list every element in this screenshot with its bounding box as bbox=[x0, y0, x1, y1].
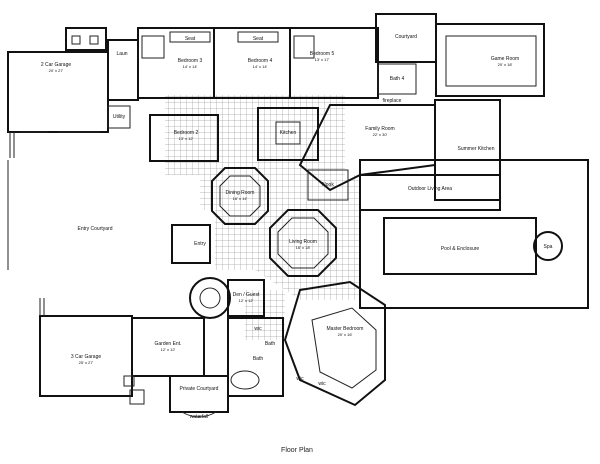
bedroom-5-dims: 13' x 17' bbox=[315, 57, 330, 62]
living-room-dims: 16' x 18' bbox=[296, 245, 311, 250]
private-courtyard-label: Private Courtyard bbox=[180, 386, 219, 392]
private-courtyard: Private Courtyard waterfall bbox=[123, 375, 229, 420]
bath-a-label: Bath bbox=[253, 356, 264, 362]
wic3-label: wic bbox=[318, 381, 326, 387]
bath-b-label: Bath bbox=[265, 341, 276, 347]
garage-3-car: 3 Car Garage 25' x 27' bbox=[39, 298, 133, 397]
bedroom-2-dims: 13' x 12' bbox=[179, 136, 194, 141]
nook: Nook bbox=[307, 169, 349, 201]
garage-2-label: 2 Car Garage bbox=[41, 62, 72, 68]
seat2-label: Seat bbox=[253, 36, 264, 42]
living-room-label: Living Room bbox=[289, 239, 317, 245]
bedroom-4-dims: 14' x 14' bbox=[253, 64, 268, 69]
bath4-label: Bath 4 bbox=[390, 76, 405, 82]
wic1-label: wic bbox=[254, 326, 262, 332]
garden-ent-label: Garden Ent. bbox=[155, 341, 182, 347]
garage-2-car: 2 Car Garage 20' x 27' bbox=[7, 51, 109, 158]
game-room-label: Game Room bbox=[491, 56, 519, 62]
laun-label: Laun bbox=[116, 51, 127, 57]
wic2-label: wic bbox=[296, 376, 304, 382]
dining-room-dims: 16' x 14' bbox=[233, 196, 248, 201]
upper-left-features: Laun Utility bbox=[65, 27, 139, 129]
kitchen: Kitchen bbox=[257, 107, 319, 161]
dining-room-label: Dining Room bbox=[226, 190, 255, 196]
waterfall-label: waterfall bbox=[190, 414, 209, 420]
courtyard-top-label: Courtyard bbox=[395, 34, 417, 40]
pool-label: Pool & Enclosure bbox=[441, 246, 480, 252]
outdoor-living-label: Outdoor Living Area bbox=[408, 186, 452, 192]
fireplace-label: fireplace bbox=[383, 98, 402, 104]
entry-courtyard-label: Entry Courtyard bbox=[77, 226, 112, 232]
bedroom-5-label: Bedroom 5 bbox=[310, 51, 335, 57]
master-bedroom: Master Bedroom 20' x 16' bbox=[283, 280, 386, 407]
summer-kitchen: Summer Kitchen bbox=[434, 99, 501, 201]
utility-label: Utility bbox=[113, 114, 126, 120]
floor-plan-caption: Floor Plan bbox=[281, 447, 313, 454]
nook-label: Nook bbox=[322, 182, 334, 188]
garage-3-dims: 25' x 27' bbox=[79, 360, 94, 365]
den-dims: 12' x 12' bbox=[239, 298, 254, 303]
game-room: Game Room 20' x 18' Bath 4 bbox=[377, 23, 545, 97]
spa-label: Spa bbox=[544, 244, 553, 250]
master-bath: wic Bath wic wic Bath bbox=[227, 317, 326, 397]
living-room: Living Room 16' x 18' bbox=[269, 209, 337, 277]
garage-3-label: 3 Car Garage bbox=[71, 354, 102, 360]
family-room-label: Family Room bbox=[365, 126, 394, 132]
bedroom-3-label: Bedroom 3 bbox=[178, 58, 203, 64]
kitchen-label: Kitchen bbox=[280, 130, 297, 136]
den-guest: Den / Guest 12' x 12' bbox=[189, 277, 265, 319]
den-label: Den / Guest bbox=[233, 292, 260, 298]
bedroom-2: Bedroom 2 13' x 12' bbox=[149, 114, 219, 162]
entry-label: Entry bbox=[194, 241, 206, 247]
pool-enclosure: Pool & Enclosure Spa bbox=[359, 159, 589, 309]
garage-2-dims: 20' x 27' bbox=[49, 68, 64, 73]
entry: Entry bbox=[171, 224, 211, 264]
master-bedroom-label: Master Bedroom bbox=[327, 326, 364, 332]
seat1-label: Seat bbox=[185, 36, 196, 42]
entry-courtyard: Entry Courtyard bbox=[7, 160, 113, 270]
courtyard-top: Courtyard bbox=[375, 13, 437, 63]
bedroom-2-label: Bedroom 2 bbox=[174, 130, 199, 136]
garden-ent-dims: 12' x 12' bbox=[161, 347, 176, 352]
bedroom-row: Seat Seat Bedroom 3 14' x 14' Bedroom 4 … bbox=[137, 27, 379, 99]
garden-ent: Garden Ent. 12' x 12' bbox=[131, 317, 205, 377]
master-bedroom-dims: 20' x 16' bbox=[338, 332, 353, 337]
outdoor-living: Outdoor Living Area bbox=[359, 174, 501, 211]
bedroom-3-dims: 14' x 14' bbox=[183, 64, 198, 69]
summer-kitchen-label: Summer Kitchen bbox=[458, 146, 495, 152]
game-room-dims: 20' x 18' bbox=[498, 62, 513, 67]
bedroom-4-label: Bedroom 4 bbox=[248, 58, 273, 64]
family-room-dims: 22' x 30' bbox=[373, 132, 388, 137]
dining-room: Dining Room 16' x 14' bbox=[211, 167, 269, 225]
